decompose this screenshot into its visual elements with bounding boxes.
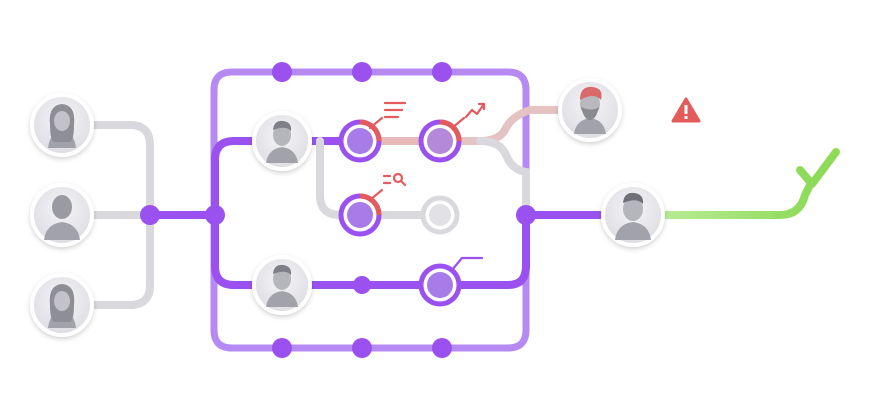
junction-dot [272,62,292,82]
junction-dot [353,276,371,294]
female-user-icon [48,104,76,148]
step-node-middle-1 [338,193,382,237]
step-node-lower [418,263,462,307]
search-filter-icon [368,172,407,202]
outer-loop [210,68,530,352]
male-user-icon [266,264,298,307]
male-user-icon [615,192,651,240]
success-path [662,181,814,219]
male-user-icon [266,120,298,163]
step-node-upper-1 [338,119,382,163]
junction-dot [432,62,452,82]
junction-dot [516,205,536,225]
junction-dot [352,338,372,358]
input-connectors [82,121,154,309]
junction-dots [140,62,536,358]
junction-dot [205,205,225,225]
junction-dot [140,205,160,225]
warning-triangle-icon [671,97,701,123]
connector-bottom [82,211,154,309]
step-node-middle-2-inactive [420,195,460,235]
female-user-icon [48,284,76,328]
trend-arrow-icon [450,102,486,130]
checkmark-icon [796,148,840,188]
junction-dot [352,62,372,82]
merge-path [476,137,530,219]
junction-dot [272,338,292,358]
avatars [30,78,665,337]
bearded-user-icon [574,86,606,134]
connector-top [82,121,154,219]
connector-tick [450,256,484,272]
list-lines-icon [368,101,407,130]
junction-dot [432,338,452,358]
upper-branch [211,137,364,219]
user-icon [44,195,80,240]
